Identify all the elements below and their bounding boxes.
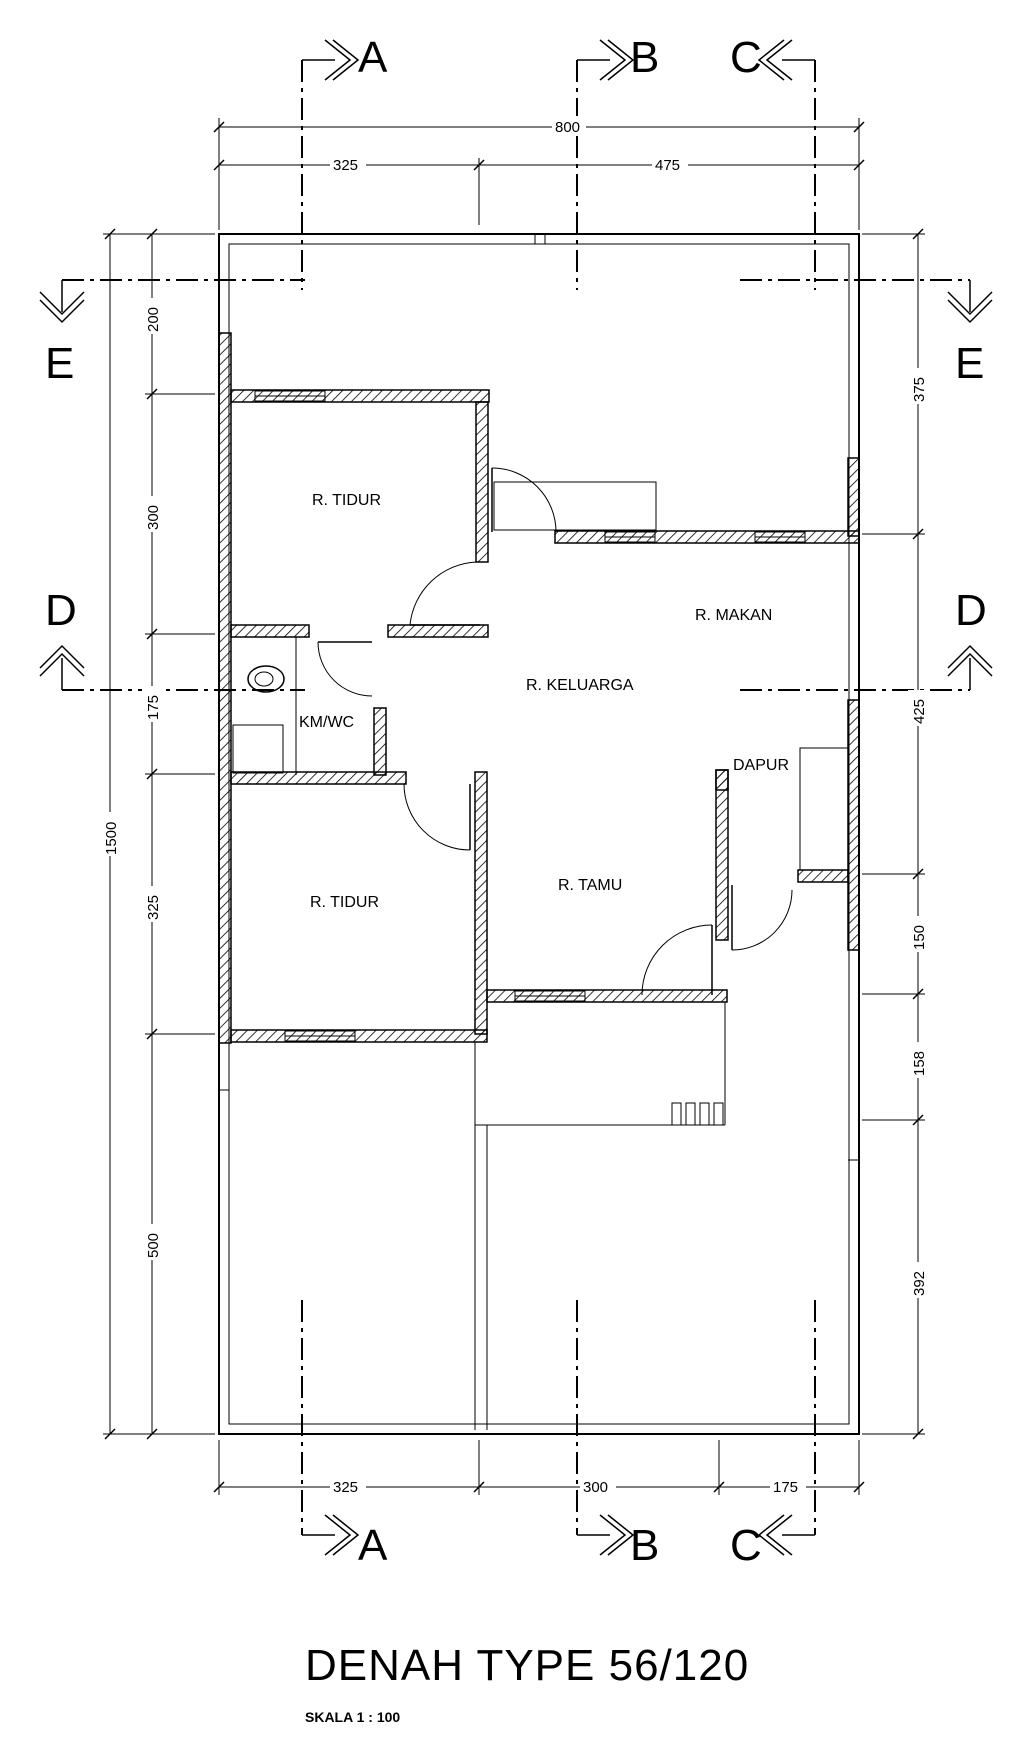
room-label-kitchen: DAPUR xyxy=(733,757,789,774)
room-label-dining: R. MAKAN xyxy=(695,607,772,624)
drawing-title: DENAH TYPE 56/120 xyxy=(305,1641,749,1690)
section-label-d-left: D xyxy=(45,586,77,635)
section-label-e-left: E xyxy=(45,339,74,388)
dim-left-total: 1500 xyxy=(103,822,120,855)
section-label-e-right: E xyxy=(955,339,984,388)
section-lines xyxy=(62,60,970,1535)
dim-bottom-left: 325 xyxy=(333,1479,358,1496)
section-label-c-top: C xyxy=(730,33,762,82)
dim-bottom-mid: 300 xyxy=(583,1479,608,1496)
dim-right-4: 158 xyxy=(911,1051,928,1076)
outer-boundary xyxy=(218,233,860,1435)
room-label-bedroom-top: R. TIDUR xyxy=(312,492,381,509)
dimension-lines: 800 325 475 325 300 175 1500 xyxy=(100,116,928,1496)
room-label-bedroom-bottom: R. TIDUR xyxy=(310,894,379,911)
section-letters: A B C A B C E E D D xyxy=(45,33,987,1570)
section-label-c-bottom: C xyxy=(730,1521,762,1570)
dim-top-left: 325 xyxy=(333,157,358,174)
dim-right-2: 425 xyxy=(911,699,928,724)
section-label-b-top: B xyxy=(630,33,659,82)
dim-right-5: 392 xyxy=(911,1271,928,1296)
drawing-scale: SKALA 1 : 100 xyxy=(305,1709,400,1725)
section-label-b-bottom: B xyxy=(630,1521,659,1570)
dim-left-1: 200 xyxy=(145,307,162,332)
doors xyxy=(317,467,793,996)
room-label-living: R. TAMU xyxy=(558,877,622,894)
room-labels: R. TIDUR R. MAKAN R. KELUARGA KM/WC DAPU… xyxy=(299,492,789,911)
dim-left-3: 175 xyxy=(145,695,162,720)
dim-bottom-right: 175 xyxy=(773,1479,798,1496)
windows xyxy=(254,390,806,1042)
room-label-family: R. KELUARGA xyxy=(526,677,634,694)
fixtures xyxy=(219,637,859,1430)
dim-left-5: 500 xyxy=(145,1233,162,1258)
dim-top-total: 800 xyxy=(555,119,580,136)
dim-left-4: 325 xyxy=(145,895,162,920)
dim-left-2: 300 xyxy=(145,505,162,530)
section-label-a-top: A xyxy=(358,33,388,82)
section-label-a-bottom: A xyxy=(358,1521,388,1570)
dim-right-3: 150 xyxy=(911,925,928,950)
room-label-bathroom: KM/WC xyxy=(299,714,354,731)
dim-top-right: 475 xyxy=(655,157,680,174)
section-label-d-right: D xyxy=(955,586,987,635)
dim-right-1: 375 xyxy=(911,377,928,402)
title-block: DENAH TYPE 56/120 SKALA 1 : 100 xyxy=(305,1641,749,1725)
section-arrows xyxy=(39,39,993,1556)
